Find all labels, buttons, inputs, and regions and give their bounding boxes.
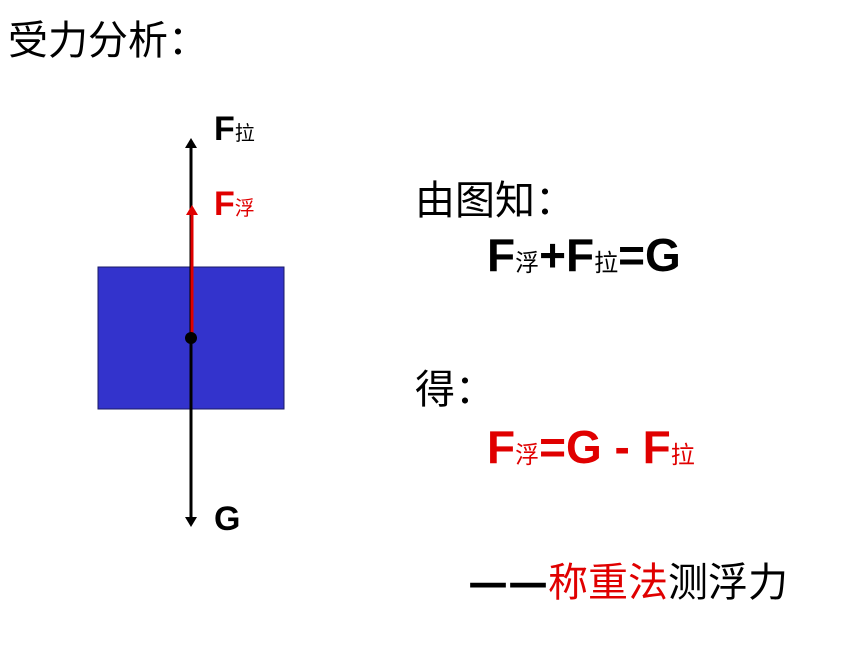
buoyancy-formula: F浮=G - F拉 <box>487 421 695 473</box>
gravity-label: G <box>214 500 241 538</box>
result-label: 得： <box>415 367 495 413</box>
tension-label: F拉 <box>214 110 255 148</box>
slide-title: 受力分析： <box>8 18 208 64</box>
method-caption: ——称重法测浮力 <box>468 559 788 606</box>
buoyancy-label: F浮 <box>214 185 255 223</box>
center-point <box>185 332 197 344</box>
intro-text: 由图知： <box>415 178 575 224</box>
force-balance-equation: F浮+F拉=G <box>487 229 681 281</box>
